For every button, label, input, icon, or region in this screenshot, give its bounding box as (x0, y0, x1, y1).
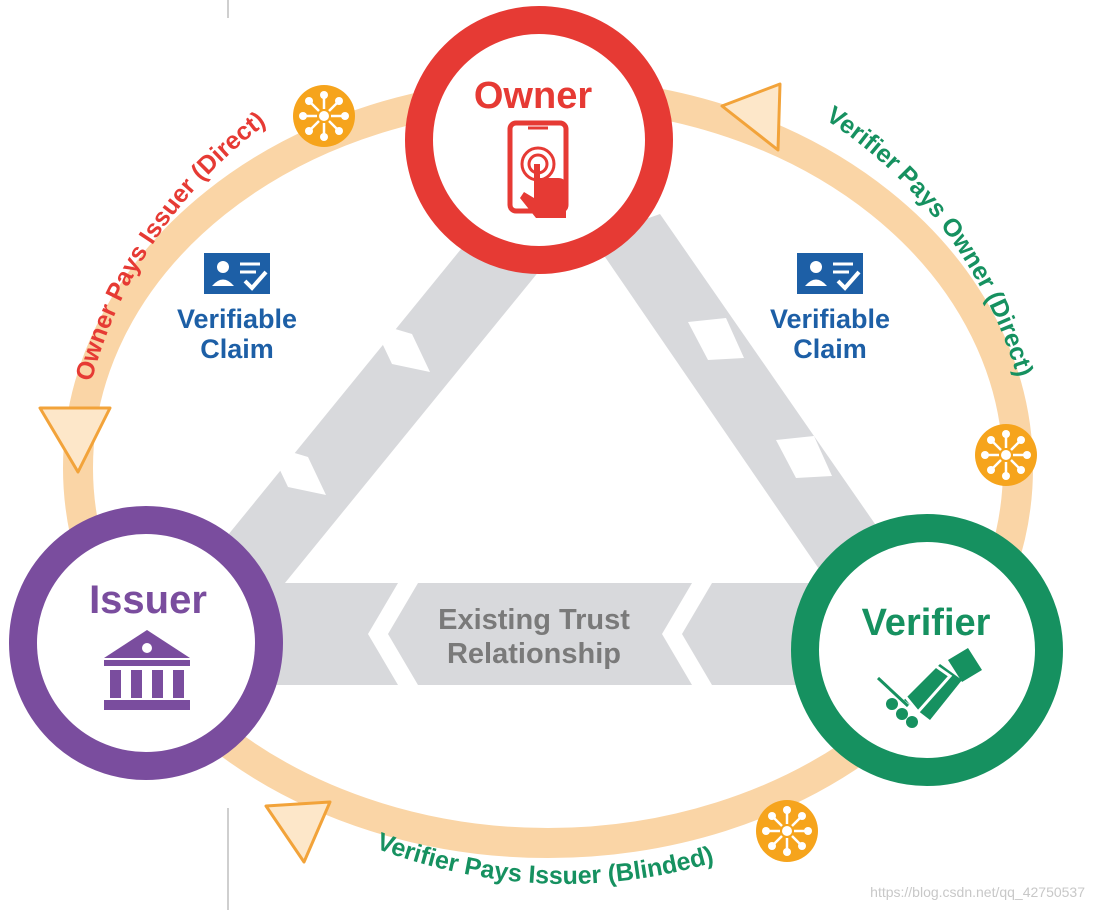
claim-left-line2: Claim (200, 334, 274, 364)
verifier-node[interactable]: Verifier (791, 514, 1063, 786)
band-verifier-issuer (262, 583, 842, 685)
arrow-verifier-to-owner (720, 82, 782, 152)
trust-line2: Relationship (447, 638, 621, 670)
issuer-title: Issuer (89, 578, 207, 622)
trust-line1: Existing Trust (438, 604, 630, 636)
touch-phone-icon (507, 120, 569, 218)
token-icon (293, 85, 355, 147)
issuer-node[interactable]: Issuer (9, 506, 283, 780)
id-card-check-icon (204, 253, 270, 294)
claim-left: Verifiable Claim (177, 253, 297, 364)
claim-right-line1: Verifiable (770, 304, 890, 334)
claim-left-line1: Verifiable (177, 304, 297, 334)
band-owner-verifier (592, 214, 900, 588)
token-icon (756, 800, 818, 862)
band-owner-issuer (175, 238, 540, 632)
watermark: https://blog.csdn.net/qq_42750537 (870, 884, 1085, 900)
arrow-verifier-to-issuer (264, 800, 332, 864)
token-icon (975, 424, 1037, 486)
owner-node[interactable]: Owner (405, 6, 673, 274)
handshake-icon (876, 648, 982, 728)
verifier-title: Verifier (862, 602, 991, 644)
id-card-check-icon (797, 253, 863, 294)
arrow-owner-to-issuer (38, 406, 112, 474)
owner-title: Owner (474, 75, 592, 117)
bank-building-icon (104, 630, 190, 710)
claim-right-line2: Claim (793, 334, 867, 364)
claim-right: Verifiable Claim (770, 253, 890, 364)
